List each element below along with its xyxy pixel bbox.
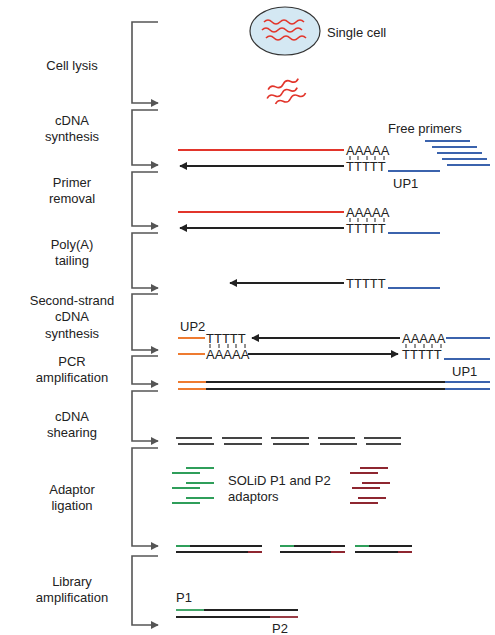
step-bracket <box>132 391 158 441</box>
step-label: cDNA shearing <box>32 409 112 442</box>
step-bracket <box>132 172 158 226</box>
sequence-label: TTTTT <box>346 277 386 290</box>
step-bracket <box>132 294 158 350</box>
primer-name: UP1 <box>452 365 477 378</box>
sequence-label: AAAAA <box>206 348 249 361</box>
mrna-squiggle <box>264 20 304 24</box>
cdna-strand <box>180 227 344 229</box>
cdna-fragment <box>176 437 401 439</box>
free-primers <box>425 141 490 165</box>
p2-adaptor <box>270 616 298 618</box>
step-bracket <box>132 448 158 546</box>
step-label: PCR amplification <box>32 354 112 387</box>
cdna-strand <box>206 382 445 389</box>
adaptor-name: P2 <box>272 622 288 635</box>
mrna-squiggle <box>262 28 302 32</box>
primer-tail <box>445 382 490 389</box>
step-label: Poly(A) tailing <box>32 237 112 270</box>
adaptor-name: P1 <box>176 591 192 604</box>
cdna-strand <box>252 337 400 339</box>
primer-name: UP2 <box>180 320 205 333</box>
step-bracket <box>132 233 158 288</box>
sequence-label: AAAAA <box>346 206 389 219</box>
cell-circle: Single cell <box>248 4 408 58</box>
step-label: Cell lysis <box>27 58 117 74</box>
p1-adaptor <box>176 609 204 611</box>
step-label: Second-strand cDNA synthesis <box>28 293 116 342</box>
mrna-squiggle <box>266 36 306 40</box>
primer-tail <box>388 170 440 172</box>
sequence-label: TTTTT <box>346 222 386 235</box>
sequence-label: TTTTT <box>402 348 442 361</box>
step-label: Library amplification <box>32 574 112 607</box>
step-bracket <box>132 556 158 625</box>
primer-tail <box>178 338 205 354</box>
cdna-strand <box>230 282 344 284</box>
primer-name: UP1 <box>393 177 418 190</box>
mrna-squiggle <box>266 86 297 101</box>
mrna-strand <box>178 149 344 151</box>
primer-tail <box>444 338 490 359</box>
step-label: Adaptor ligation <box>32 482 112 515</box>
primer-tail <box>388 287 440 289</box>
cdna-strand <box>180 165 344 167</box>
p2-adaptor <box>248 551 412 553</box>
p2-adaptors <box>350 468 390 503</box>
cdna-fragment <box>176 546 412 552</box>
node-label: Single cell <box>327 26 386 39</box>
primer-tail <box>388 232 440 234</box>
step-label: Primer removal <box>32 175 112 208</box>
cdna-fragment <box>178 443 401 445</box>
library-strand <box>176 610 298 617</box>
step-bracket <box>132 22 158 103</box>
p1-adaptors <box>172 468 214 503</box>
cdna-strand <box>248 353 398 355</box>
sequence-label: TTTTT <box>206 332 246 345</box>
mrna-squiggle <box>267 77 298 92</box>
step-label: cDNA synthesis <box>32 113 112 146</box>
step-bracket <box>132 110 158 165</box>
annotation: SOLiD P1 and P2 adaptors <box>228 473 353 506</box>
annotation: Free primers <box>388 122 462 135</box>
sequence-label: AAAAA <box>402 332 445 345</box>
mrna-squiggle <box>275 91 306 106</box>
mrna-strand <box>178 211 344 213</box>
sequence-label: AAAAA <box>346 144 389 157</box>
cell-membrane <box>250 7 320 55</box>
primer-tail <box>178 382 206 389</box>
step-bracket <box>132 356 158 384</box>
sequence-label: TTTTT <box>346 160 386 173</box>
